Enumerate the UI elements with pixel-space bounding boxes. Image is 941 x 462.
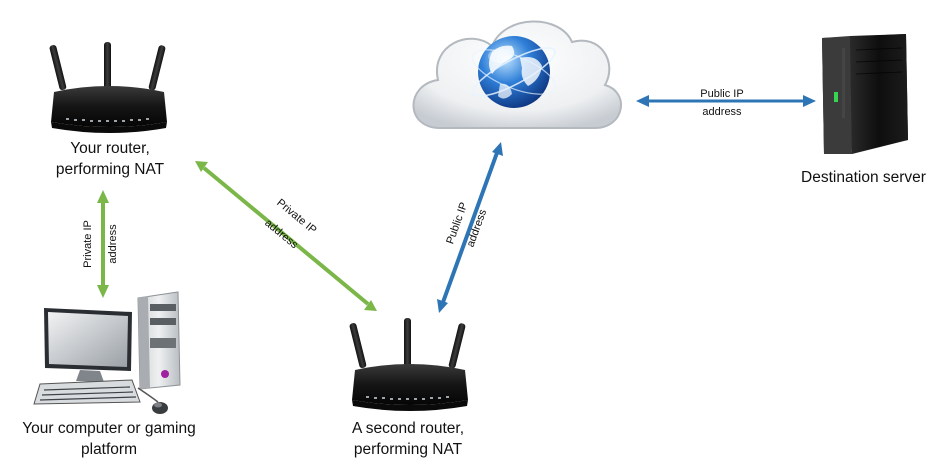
destination-server-label: Destination server (801, 169, 926, 186)
destination-server-icon (822, 34, 908, 154)
globe-icon (472, 36, 556, 108)
edge-internet-server: Public IP address (636, 88, 816, 118)
your-router-label: Your router, performing NAT (55, 140, 165, 178)
edge-label-public-ip: Public IP (700, 88, 743, 100)
internet-cloud-icon (412, 20, 622, 129)
computer-icon (33, 291, 181, 414)
second-router-label: A second router, performing NAT (351, 420, 465, 458)
edge-label-private-ip: Private IP (82, 220, 94, 268)
edge-label-address: address (107, 224, 119, 264)
computer-label: Your computer or gaming platform (22, 420, 196, 458)
edge-label-address: address (702, 106, 742, 118)
edge-computer-router: Private IP address (82, 190, 119, 298)
edge-second-router-internet: Public IP address (437, 142, 503, 313)
your-router-icon (49, 42, 167, 133)
second-router-icon (349, 318, 468, 411)
edge-router-second-router: Private IP address (195, 161, 377, 311)
